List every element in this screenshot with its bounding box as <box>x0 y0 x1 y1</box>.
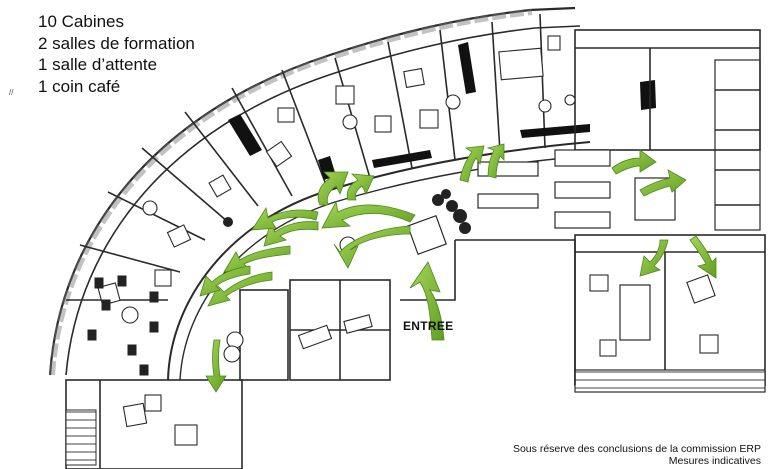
cabin-furniture <box>97 35 719 446</box>
legend-item-cabins: 10 Cabines <box>38 12 125 31</box>
arrow-right-wing-2 <box>639 169 687 197</box>
outer-facade <box>48 6 581 376</box>
arrow-entrance-up <box>409 261 445 341</box>
legend-item-waiting-room: 1 salle d’attente <box>38 55 158 74</box>
footer-note: Sous réserve des conclusions de la commi… <box>513 443 761 467</box>
entrance-label: ENTREE <box>403 319 454 333</box>
arrow-down-to-room <box>205 339 227 393</box>
arrow-up-right-1 <box>459 145 485 183</box>
right-wing <box>574 29 766 393</box>
bottom-left-room <box>65 379 243 469</box>
legend-item-coffee-corner: 1 coin café <box>38 76 121 96</box>
arrow-to-cabin-left-2 <box>251 206 319 231</box>
footer-note-line-2: Mesures indicatives <box>668 455 761 467</box>
arrow-to-left-corridor <box>333 225 411 269</box>
training-room-chairs <box>87 275 159 376</box>
arrow-up-right-2 <box>486 143 505 179</box>
arrow-right-wing-down-2 <box>689 235 717 279</box>
waiting-area-furniture <box>407 149 676 341</box>
circulation-arrows <box>199 143 717 393</box>
arrow-to-cabin-left-5 <box>199 265 251 297</box>
arrow-to-upper-cabins <box>321 200 416 229</box>
arrow-up-cabin-1 <box>317 171 349 206</box>
arrow-right-wing-1 <box>611 149 657 175</box>
footer-note-line-1: Sous réserve des conclusions de la commi… <box>512 443 761 455</box>
dark-wall-accents <box>228 42 656 180</box>
legend-item-training-rooms: 2 salles de formation <box>38 33 195 53</box>
arrow-to-cabin-left-3 <box>223 245 291 273</box>
room-summary-legend: 10 Cabines 2 salles de formation 1 salle… <box>38 11 195 97</box>
arrow-right-wing-down-1 <box>639 239 669 277</box>
arrow-to-cabin-left-1 <box>263 221 319 247</box>
margin-mark: // <box>9 88 14 97</box>
arrow-to-cabin-left-4 <box>207 271 273 307</box>
central-block <box>239 239 576 385</box>
cabin-partitions <box>66 13 546 301</box>
plants-icon <box>223 189 471 234</box>
arrow-up-cabin-2 <box>346 173 375 201</box>
